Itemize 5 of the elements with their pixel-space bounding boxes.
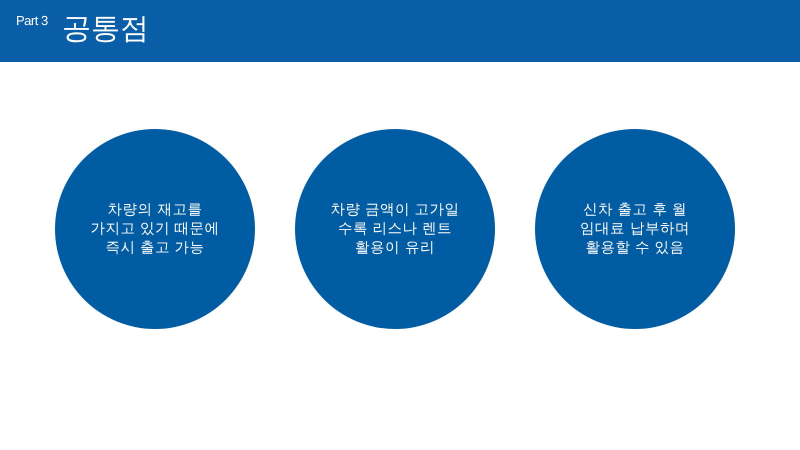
circle-text: 차량 금액이 고가일 수록 리스나 렌트 활용이 유리 [330,200,460,258]
section-label: Part 3 [16,13,48,28]
slide-title: 공통점 [62,10,149,47]
circle-text: 신차 출고 후 월 임대료 납부하며 활용할 수 있음 [579,200,691,258]
circle-text: 차량의 재고를 가지고 있기 때문에 즉시 출고 가능 [90,200,220,258]
